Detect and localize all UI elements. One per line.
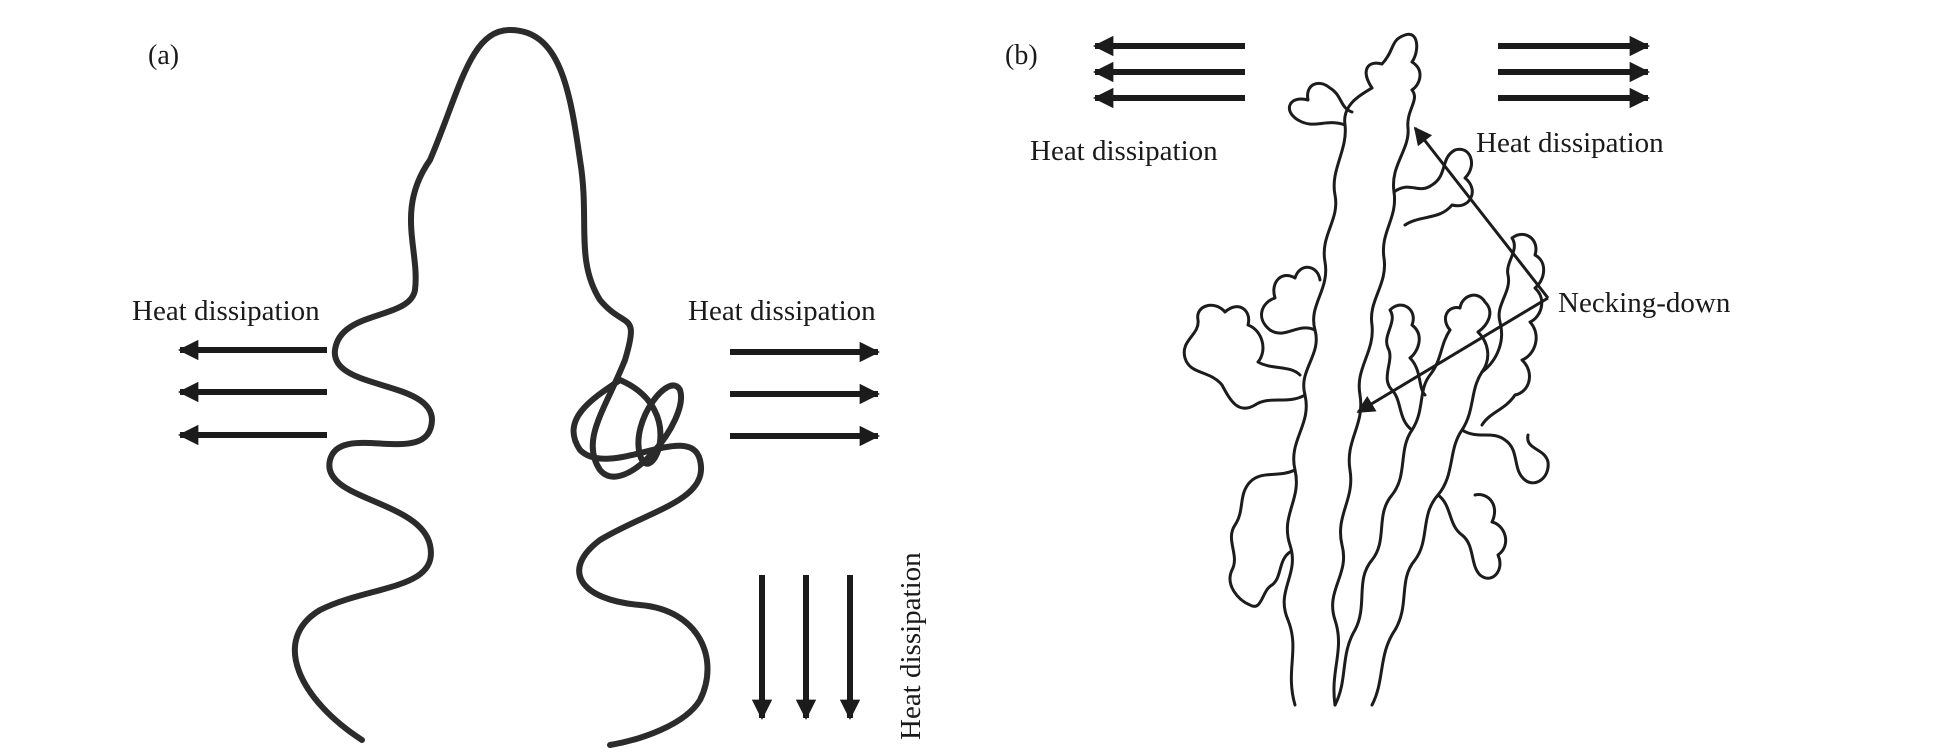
cellular-dendrite-outline [291,27,685,743]
heat-label-a-bottom: Heat dissipation [895,552,927,740]
dendrite-tip-lower [1444,293,1492,334]
necking-down-label: Necking-down [1558,287,1731,319]
heat-label-a-left: Heat dissipation [132,295,320,327]
dendrite-branch-far-left [1182,303,1307,410]
dendrite-tip-top [1364,32,1422,92]
dendrite-branch-upper-left [1287,81,1354,127]
dendrite-branch-far-right [1460,428,1550,485]
dendrite-branch-mid-left [1260,265,1322,335]
necking-arrow-lower [1356,296,1549,414]
heat-arrows-b-left [1092,35,1245,109]
dendrite-branch-lower-left [1228,468,1297,608]
dendrite-branch-bottom-right [1436,493,1508,580]
dendrite-branch-lower-right [1480,232,1546,427]
dendrite-structure [1182,32,1550,707]
heat-label-a-right: Heat dissipation [688,295,876,327]
panel-b: (b) Heat dissipation Heat dissipation [1005,32,1731,707]
heat-arrows-left [177,339,327,446]
heat-arrows-b-right [1498,35,1651,109]
panel-a-label: (a) [148,40,179,71]
panel-a: (a) Heat dissipation Heat dissipation He… [132,27,927,748]
cellular-dendrite-outline-right [570,377,711,748]
panel-b-label: (b) [1005,40,1038,71]
heat-arrows-right [730,341,881,447]
dendrite-main-right-edge [1331,88,1416,707]
dendrite-main-left-edge [1282,86,1374,707]
heat-label-b-right: Heat dissipation [1476,127,1664,159]
necking-arrow-upper [1413,126,1550,299]
dendrite-branch-mid-right [1392,147,1474,227]
heat-arrows-down [751,575,861,721]
dendrite-second-trunk [1333,328,1452,707]
necking-arrows [1356,126,1550,414]
heat-label-b-left: Heat dissipation [1030,135,1218,167]
